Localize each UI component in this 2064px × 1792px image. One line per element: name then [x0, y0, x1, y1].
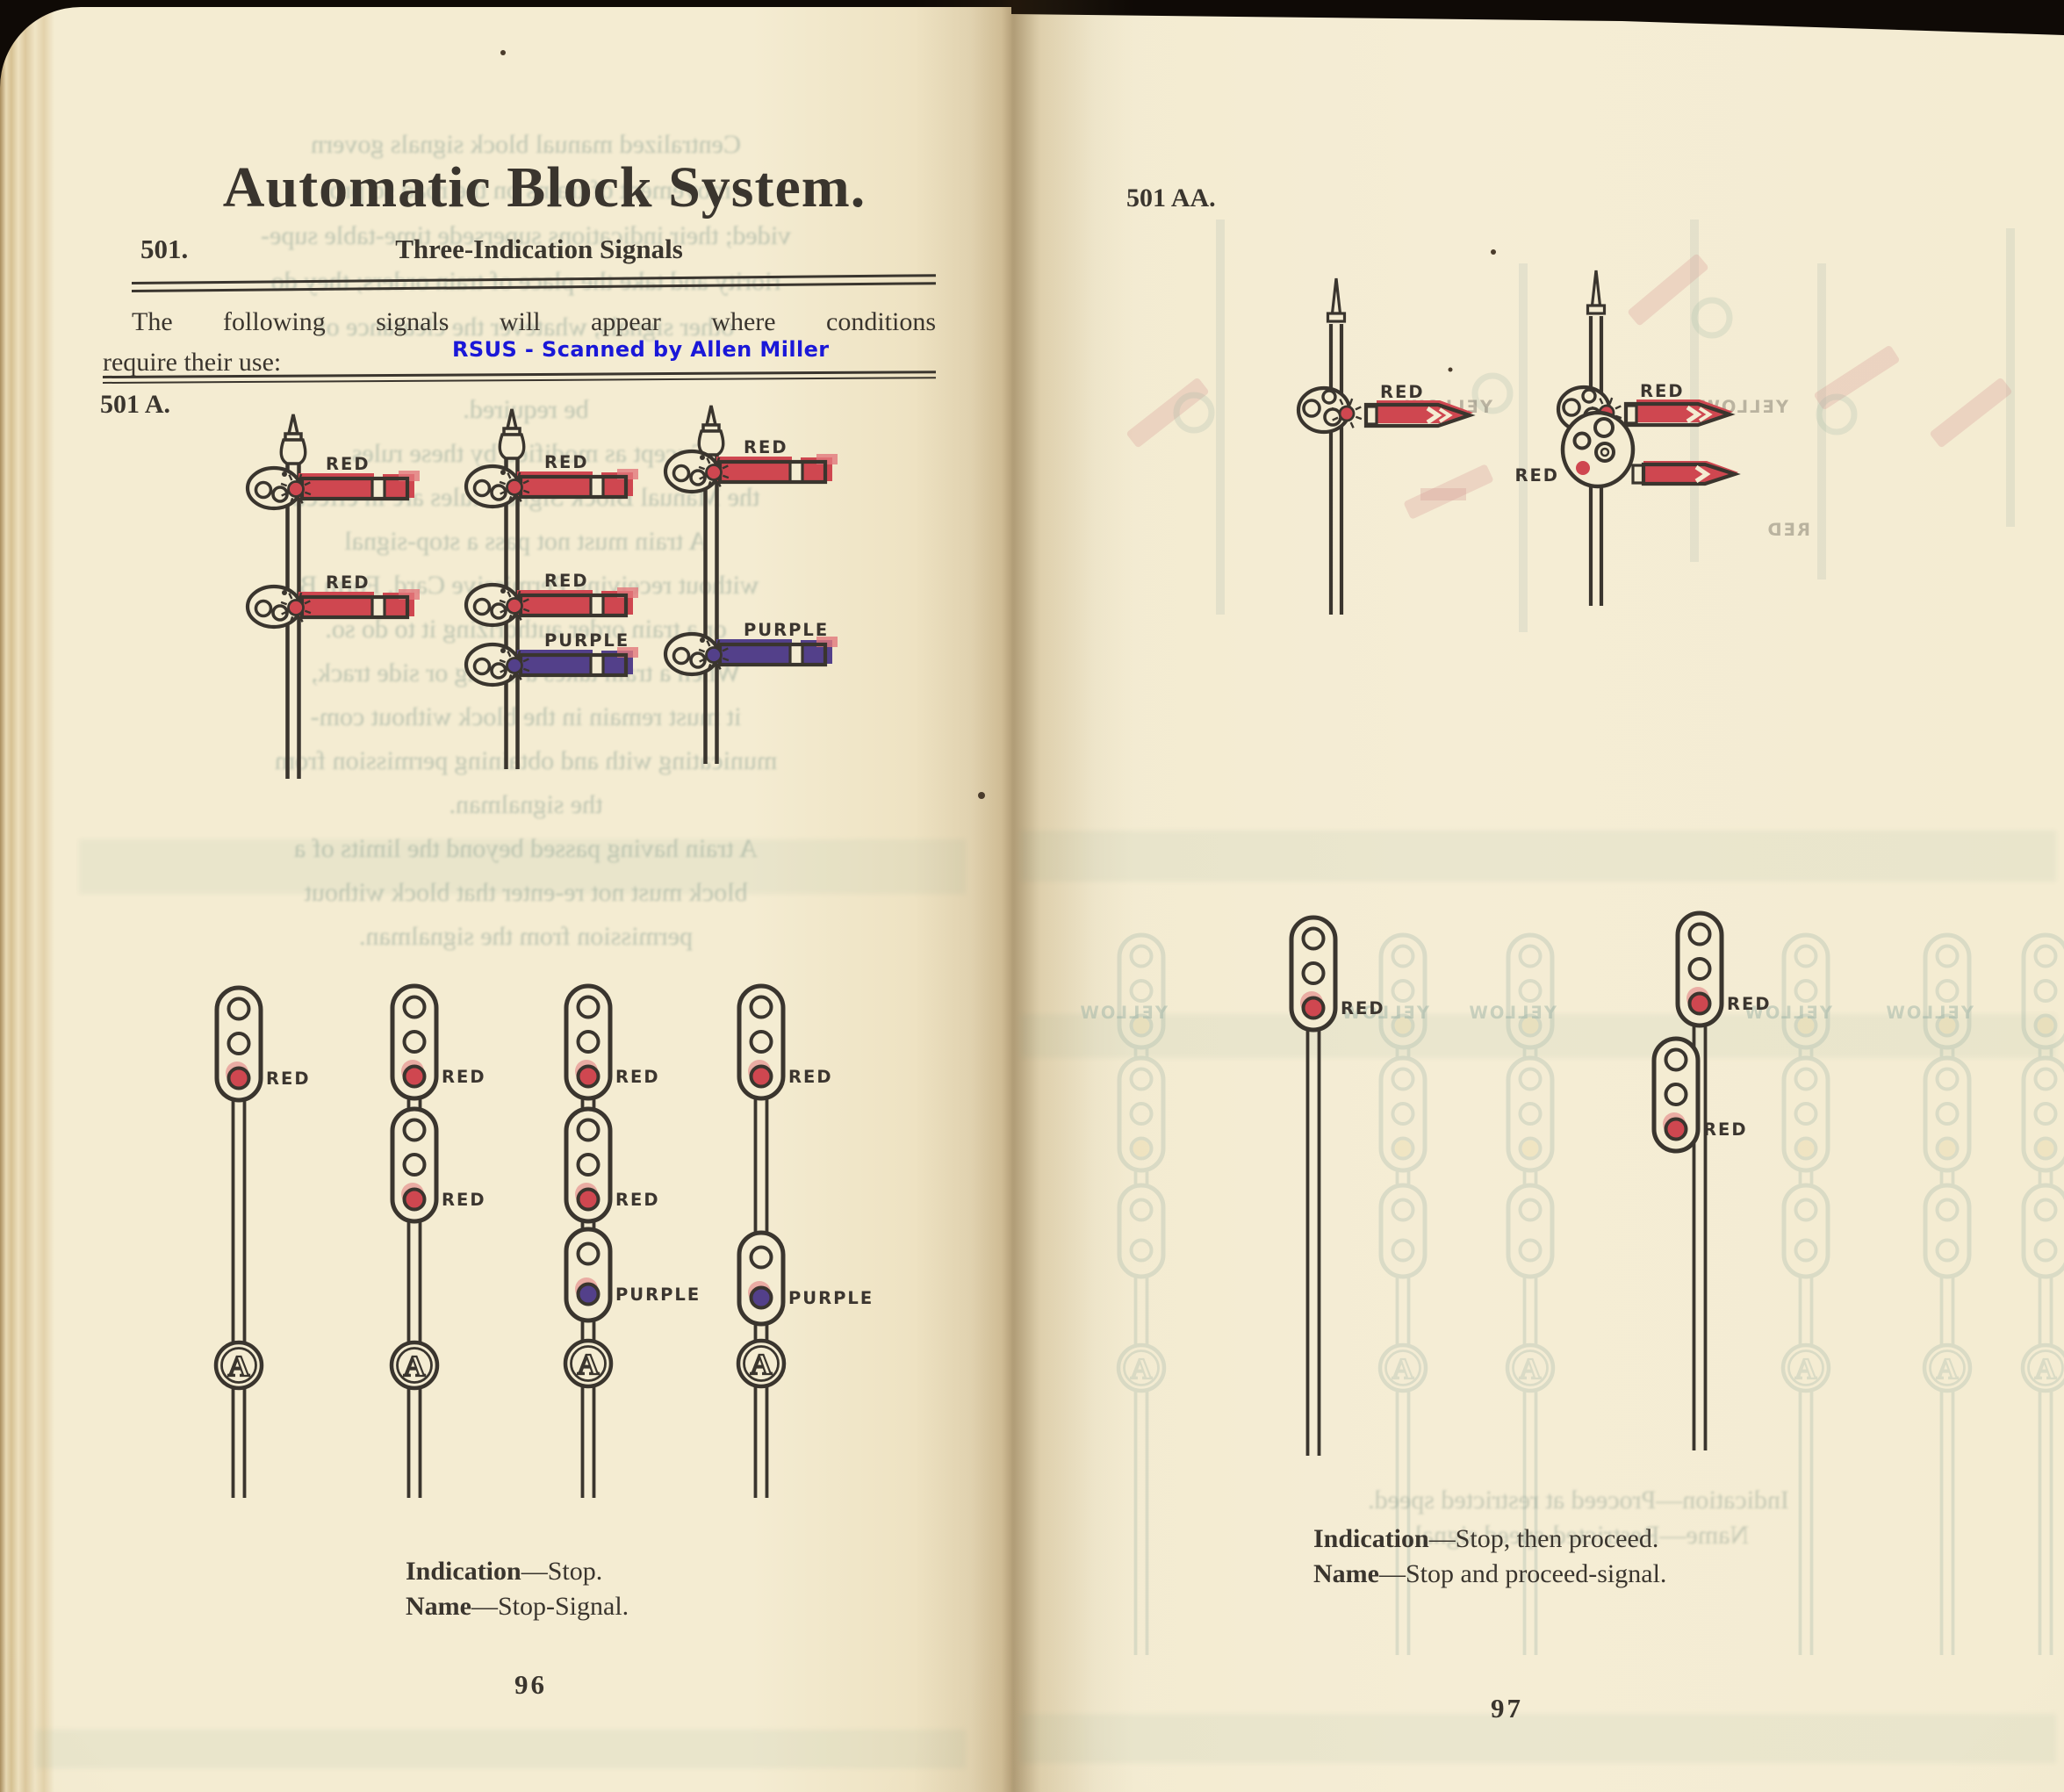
page-number-96: 96 [514, 1669, 547, 1700]
automatic-signal-marker: A [1937, 1353, 1959, 1385]
light-signal: RED RED PURPLE A [563, 983, 701, 1498]
automatic-signal-marker: A [751, 1349, 773, 1381]
paper-speck [1448, 367, 1453, 372]
semaphore-signal: RED RED [1514, 270, 1741, 606]
light-signal: RED PURPLE A [736, 983, 874, 1498]
ghost-yellow-label: YELLOW [1467, 1003, 1557, 1023]
ghost-yellow-label: YELLOW [1884, 1003, 1974, 1023]
semaphore-signal: RED PURPLE [663, 405, 838, 764]
scanner-credit-stamp: RSUS - Scanned by Allen Miller [452, 337, 830, 362]
bleed-through-diagrams: YELLOWYELLOWRED [1126, 220, 2015, 632]
signal-color-label: PURPLE [615, 1285, 701, 1305]
caption-term: Indication [406, 1557, 521, 1586]
signal-color-label: RED [1514, 465, 1559, 486]
signal-color-label: RED [615, 1190, 660, 1210]
ghost-light-signal: A [1116, 932, 1167, 1655]
caption-term: Name [1313, 1559, 1379, 1588]
caption-indication: Indication—Stop. [406, 1554, 629, 1589]
semaphore-arm: RED [1296, 382, 1476, 435]
semaphore-arm: PURPLE [663, 620, 838, 677]
rule-number: 501. [140, 234, 189, 264]
signal-color-label: RED [326, 454, 370, 474]
light-signal: RED RED [1651, 910, 1772, 1450]
semaphore-arm: RED [464, 571, 638, 628]
semaphore-signal: RED RED PURPLE [464, 408, 638, 769]
automatic-signal-marker: A [228, 1350, 250, 1383]
ghost-yellow-label: YELLOW [1743, 1003, 1833, 1023]
automatic-signal-marker: A [578, 1349, 600, 1381]
signal-color-label: RED [1766, 520, 1810, 540]
automatic-signal-marker: A [1520, 1353, 1542, 1385]
signal-color-label: RED [744, 437, 788, 457]
automatic-signal-marker: A [1392, 1353, 1414, 1385]
ghost-light-signal: A [1505, 932, 1556, 1655]
semaphore-signal: RED [1296, 277, 1476, 615]
signal-color-label: PURPLE [744, 620, 829, 640]
signal-color-label: RED [1380, 382, 1425, 402]
automatic-signal-marker: A [1795, 1353, 1817, 1385]
caption-name: Name—Stop and proceed-signal. [1313, 1557, 1666, 1592]
semaphore-arm: PURPLE [464, 630, 638, 687]
caption-indication: Indication—Stop, then proceed. [1313, 1522, 1666, 1557]
caption-term: Name [406, 1592, 471, 1621]
paper-speck [500, 50, 506, 55]
caption-name: Name—Stop-Signal. [406, 1589, 629, 1624]
semaphore-signal: RED RED [245, 414, 420, 779]
caption-text: —Stop and proceed-signal. [1378, 1559, 1667, 1588]
figure-label-501aa: 501 AA. [1126, 184, 1216, 212]
signal-color-label: RED [326, 572, 370, 593]
intro-text-line2: require their use: [103, 348, 282, 377]
signal-color-label: RED [544, 452, 589, 472]
signal-color-label: RED [1727, 994, 1772, 1014]
light-signal: RED [1289, 915, 1385, 1456]
left-page-diagrams: REDREDREDREDPURPLEREDPURPLEREDAREDREDARE… [213, 50, 985, 1498]
light-signal: RED RED A [389, 983, 486, 1498]
semaphore-arm: RED [663, 437, 838, 494]
semaphore-arm: RED [464, 452, 638, 509]
page-title: Automatic Block System. [222, 155, 867, 220]
ghost-yellow-label: YELLOW [1078, 1003, 1169, 1023]
signal-color-label: PURPLE [544, 630, 629, 651]
ghost-light-signal: A [2020, 932, 2064, 1655]
signal-color-label: RED [544, 571, 589, 591]
right-page-diagrams: YELLOWYELLOWREDAYELLOWAYELLOWAYELLOWAYEL… [1078, 220, 2064, 1655]
page-number-97: 97 [1491, 1693, 1523, 1724]
automatic-signal-marker: A [404, 1350, 426, 1383]
signal-color-label: RED [1341, 998, 1385, 1018]
automatic-signal-marker: A [1131, 1353, 1153, 1385]
signal-color-label: RED [1703, 1119, 1748, 1140]
signal-color-label: RED [788, 1067, 833, 1087]
bleed-through-line: Indication—Proceed at restricted speed. [1368, 1486, 1789, 1515]
ghost-light-signal: A [1780, 932, 1831, 1655]
intro-text-line1: The following signals will appear where … [132, 307, 936, 336]
automatic-signal-marker: A [2035, 1353, 2057, 1385]
paper-speck [1491, 249, 1496, 255]
semaphore-arm: RED [1514, 410, 1741, 489]
figure-caption: Indication—Stop. Name—Stop-Signal. [406, 1554, 629, 1624]
signal-color-label: RED [442, 1190, 486, 1210]
caption-text: —Stop-Signal. [471, 1592, 629, 1621]
signal-color-label: RED [266, 1069, 311, 1089]
figure-label-501a: 501 A. [100, 390, 171, 419]
semaphore-arm: RED [245, 572, 420, 630]
semaphore-arm: RED [245, 454, 420, 511]
signal-color-label: RED [615, 1067, 660, 1087]
rule-heading: Three-Indication Signals [395, 234, 683, 264]
paper-speck [978, 792, 985, 799]
signal-color-label: PURPLE [788, 1288, 874, 1308]
signal-color-label: RED [1640, 381, 1685, 401]
ghost-yellow-label: YELLOW [1340, 1003, 1430, 1023]
light-signal: RED A [213, 985, 311, 1498]
caption-text: —Stop, then proceed. [1428, 1524, 1659, 1553]
signal-color-label: RED [442, 1067, 486, 1087]
figure-caption: Indication—Stop, then proceed. Name—Stop… [1313, 1522, 1666, 1592]
ghost-light-signal: A [1377, 932, 1428, 1655]
caption-text: —Stop. [521, 1557, 603, 1586]
caption-term: Indication [1313, 1524, 1429, 1553]
ghost-light-signal: A [1922, 932, 1973, 1655]
